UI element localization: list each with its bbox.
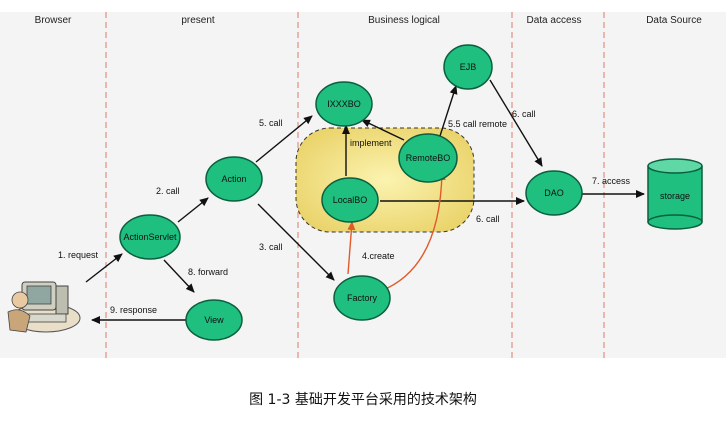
edge-forward (163, 259, 195, 293)
browser-user-icon (7, 281, 81, 333)
edge-call-2 (177, 197, 209, 223)
node-label-action: Action (221, 174, 246, 184)
label-call-3: 3. call (259, 242, 283, 252)
node-label-local-bo: LocalBO (333, 195, 368, 205)
label-forward: 8. forward (188, 267, 228, 277)
label-call-2: 2. call (156, 186, 180, 196)
lane-data-source: Data Source (646, 15, 702, 26)
node-action-servlet[interactable] (119, 214, 181, 260)
node-dao[interactable] (525, 170, 583, 216)
label-call-6b: 6. call (476, 214, 500, 224)
edge-request (85, 253, 123, 283)
lane-data-access: Data access (526, 15, 581, 26)
node-ixxxbo[interactable] (315, 81, 373, 127)
label-response: 9. response (110, 305, 157, 315)
node-label-factory: Factory (347, 293, 378, 303)
node-label-ixxxbo: IXXXBO (327, 99, 361, 109)
label-call-5: 5. call (259, 118, 283, 128)
edge-call-6a (489, 79, 543, 167)
node-ejb[interactable] (443, 44, 493, 90)
node-label-view: View (204, 315, 224, 325)
node-remote-bo[interactable] (398, 133, 458, 183)
node-action[interactable] (205, 156, 263, 202)
lane-browser: Browser (35, 15, 72, 26)
node-factory[interactable] (333, 275, 391, 321)
label-create: 4.create (362, 251, 395, 261)
label-request: 1. request (58, 250, 99, 260)
lane-business-logical: Business logical (368, 15, 440, 26)
figure-caption: 图 1-3 基础开发平台采用的技术架构 (249, 391, 477, 408)
node-label-action-servlet: ActionServlet (123, 232, 177, 242)
node-storage[interactable] (647, 158, 703, 230)
edge-call-remote (439, 85, 458, 137)
label-access: 7. access (592, 176, 631, 186)
label-implement: implement (350, 138, 392, 148)
edge-call-5 (255, 115, 313, 163)
edge-remote-implement (361, 119, 405, 141)
edge-create-local (347, 221, 356, 275)
node-view[interactable] (185, 299, 243, 341)
lane-present: present (181, 15, 215, 26)
node-label-ejb: EJB (460, 62, 477, 72)
label-call-6a: 6. call (512, 109, 536, 119)
node-local-bo[interactable] (321, 177, 379, 223)
node-label-storage: storage (660, 191, 690, 201)
node-label-remote-bo: RemoteBO (406, 153, 451, 163)
edge-call-3 (257, 203, 335, 281)
label-call-remote: 5.5 call remote (448, 119, 507, 129)
edge-create-remote (377, 171, 446, 293)
node-label-dao: DAO (544, 188, 564, 198)
